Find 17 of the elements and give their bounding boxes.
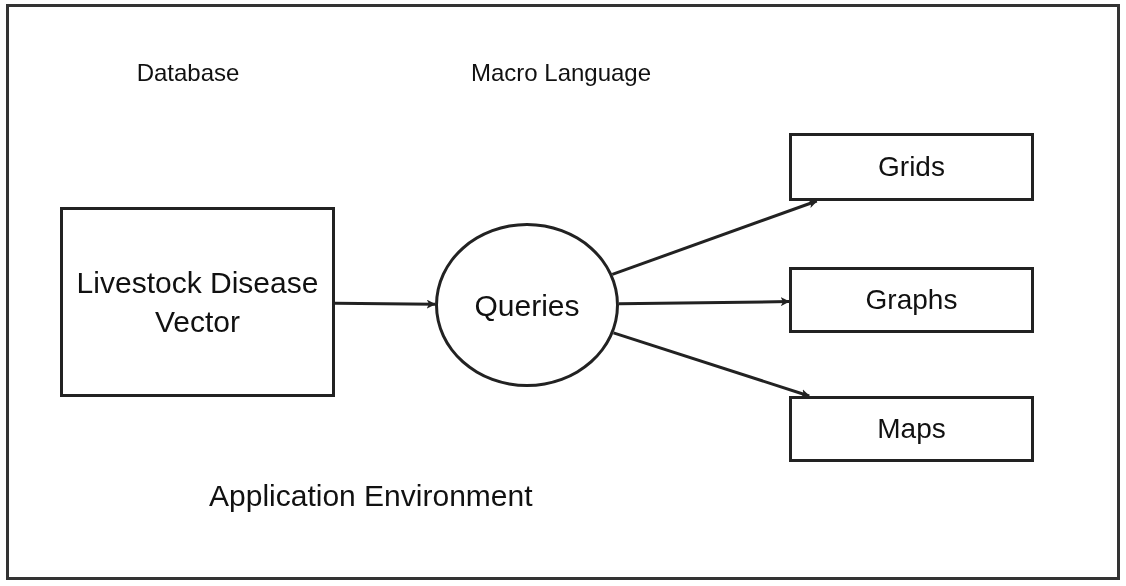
process-box (789, 267, 1034, 333)
node-label: Maps (876, 411, 947, 446)
arrow (618, 297, 790, 307)
process-box (60, 207, 335, 397)
node-label: Queries (473, 287, 581, 324)
arrow (335, 299, 436, 309)
arrow (611, 199, 818, 276)
arrow (613, 331, 810, 398)
node-label: Livestock Disease Vector (75, 265, 320, 340)
environment-frame (6, 4, 1120, 580)
column-heading: Database (136, 59, 240, 87)
column-heading: Macro Language (470, 59, 652, 87)
process-box (789, 133, 1034, 201)
node-label: Graphs (864, 282, 959, 317)
frame-title: Application Environment (209, 479, 533, 513)
process-box (789, 396, 1034, 462)
node-label: Grids (877, 149, 946, 184)
